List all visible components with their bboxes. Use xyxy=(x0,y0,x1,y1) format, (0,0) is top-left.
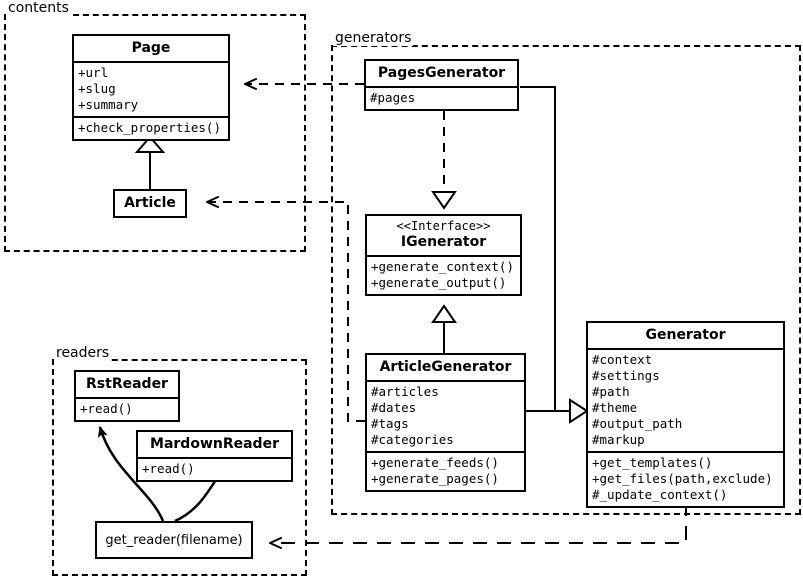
class-page-attribute: +summary xyxy=(78,97,139,112)
class-articlegenerator-title: ArticleGenerator xyxy=(379,359,512,375)
class-generator-methods: +get_templates() +get_files(path,exclude… xyxy=(588,451,783,506)
class-igenerator-method: +generate_context() xyxy=(371,259,514,274)
package-contents xyxy=(4,14,306,252)
class-generator-title: Generator xyxy=(645,327,726,343)
class-pagesgenerator-attributes: #pages xyxy=(366,86,517,109)
class-articlegenerator-attributes: #articles #dates #tags #categories xyxy=(367,380,524,451)
package-contents-label: contents xyxy=(6,0,71,16)
class-mardownreader-title: MardownReader xyxy=(150,436,279,452)
class-page-method: +check_properties() xyxy=(78,120,221,135)
class-generator-method: +get_templates() xyxy=(592,455,713,470)
class-page-attribute: +slug xyxy=(78,81,116,96)
class-articlegenerator-method: +generate_feeds() xyxy=(371,455,499,470)
class-generator-attribute: #theme xyxy=(592,400,638,415)
class-rstreader-methods: +read() xyxy=(76,397,178,420)
class-igenerator-title: IGenerator xyxy=(400,234,487,250)
class-pagesgenerator[interactable]: PagesGenerator #pages xyxy=(364,59,519,111)
class-articlegenerator-attribute: #articles xyxy=(371,384,439,399)
class-articlegenerator[interactable]: ArticleGenerator #articles #dates #tags … xyxy=(365,353,526,492)
class-articlegenerator-attribute: #tags xyxy=(371,416,409,431)
class-mardownreader-method: +read() xyxy=(142,461,195,476)
class-mardownreader[interactable]: MardownReader +read() xyxy=(136,430,293,482)
class-page-methods: +check_properties() xyxy=(74,116,228,139)
package-readers xyxy=(52,359,307,576)
class-page-attribute: +url xyxy=(78,65,109,80)
class-page[interactable]: Page +url +slug +summary +check_properti… xyxy=(72,34,230,141)
class-generator-attribute: #output_path xyxy=(592,416,683,431)
class-article-title: Article xyxy=(124,195,176,211)
class-articlegenerator-attribute: #categories xyxy=(371,432,454,447)
class-page-title: Page xyxy=(131,40,171,56)
class-generator-method: +get_files(path,exclude) xyxy=(592,471,773,486)
class-articlegenerator-methods: +generate_feeds() +generate_pages() xyxy=(367,451,524,490)
package-generators xyxy=(331,45,801,515)
class-igenerator-methods: +generate_context() +generate_output() xyxy=(367,255,520,294)
class-generator-attributes: #context #settings #path #theme #output_… xyxy=(588,348,783,451)
class-pagesgenerator-title: PagesGenerator xyxy=(377,65,506,81)
class-article[interactable]: Article xyxy=(113,189,187,218)
class-articlegenerator-attribute: #dates xyxy=(371,400,417,415)
package-generators-label: generators xyxy=(333,30,414,46)
class-igenerator-stereotype: <<Interface>> xyxy=(396,219,491,233)
class-articlegenerator-method: +generate_pages() xyxy=(371,471,499,486)
class-mardownreader-methods: +read() xyxy=(138,457,291,480)
class-rstreader-title: RstReader xyxy=(86,376,168,392)
class-pagesgenerator-attribute: #pages xyxy=(370,90,416,105)
class-generator-attribute: #context xyxy=(592,352,653,367)
package-readers-label: readers xyxy=(54,345,112,361)
class-generator-attribute: #markup xyxy=(592,432,645,447)
class-generator[interactable]: Generator #context #settings #path #them… xyxy=(586,321,785,508)
class-igenerator-method: +generate_output() xyxy=(371,275,507,290)
class-generator-method: #_update_context() xyxy=(592,487,728,502)
function-get-reader[interactable]: get_reader(filename) xyxy=(95,521,253,559)
function-get-reader-label: get_reader(filename) xyxy=(105,532,243,548)
class-igenerator[interactable]: <<Interface>> IGenerator +generate_conte… xyxy=(365,214,522,296)
class-generator-attribute: #settings xyxy=(592,368,660,383)
class-rstreader[interactable]: RstReader +read() xyxy=(74,370,180,422)
class-rstreader-method: +read() xyxy=(80,401,133,416)
class-generator-attribute: #path xyxy=(592,384,630,399)
class-page-attributes: +url +slug +summary xyxy=(74,61,228,116)
